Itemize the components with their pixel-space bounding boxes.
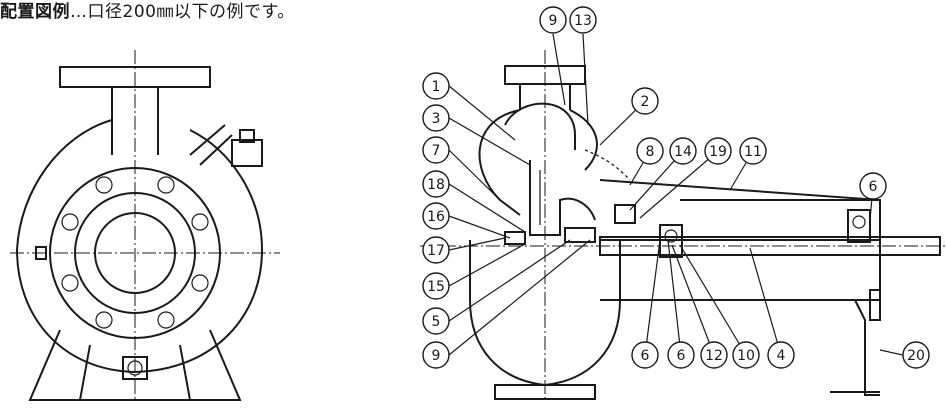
pump-front-view [10, 50, 280, 401]
part-marker-label: 20 [907, 348, 925, 364]
part-marker-label: 8 [646, 144, 655, 160]
diagram-caption: 配置図例…口径200㎜以下の例です。 [0, 0, 295, 22]
pump-section-view [420, 50, 946, 400]
part-marker-1: 1 [422, 72, 450, 100]
part-marker-6-bottom-b: 6 [667, 341, 695, 369]
part-marker-label: 6 [677, 348, 686, 364]
part-marker-19: 19 [704, 137, 732, 165]
part-marker-label: 16 [427, 209, 445, 225]
part-marker-label: 3 [432, 111, 441, 127]
part-marker-4: 4 [767, 341, 795, 369]
part-marker-label: 15 [427, 279, 445, 295]
part-marker-label: 9 [549, 13, 558, 29]
part-marker-9-bottom: 9 [422, 341, 450, 369]
part-marker-label: 14 [674, 144, 692, 160]
part-marker-6-bottom-a: 6 [631, 341, 659, 369]
part-marker-label: 2 [641, 94, 650, 110]
part-marker-label: 6 [869, 179, 878, 195]
part-marker-16: 16 [422, 202, 450, 230]
part-marker-label: 11 [744, 144, 762, 160]
part-marker-18: 18 [422, 170, 450, 198]
part-marker-8: 8 [636, 137, 664, 165]
part-marker-label: 13 [574, 13, 592, 29]
part-marker-11: 11 [739, 137, 767, 165]
part-marker-3: 3 [422, 104, 450, 132]
caption-text: …口径200㎜以下の例です。 [70, 2, 295, 22]
part-marker-10: 10 [732, 341, 760, 369]
part-marker-13: 13 [569, 6, 597, 34]
part-marker-label: 5 [432, 314, 441, 330]
part-marker-15: 15 [422, 272, 450, 300]
part-marker-5: 5 [422, 307, 450, 335]
part-marker-label: 19 [709, 144, 727, 160]
part-marker-label: 7 [432, 143, 441, 159]
part-marker-17: 17 [422, 236, 450, 264]
part-marker-label: 18 [427, 177, 445, 193]
part-marker-label: 1 [432, 79, 441, 95]
part-marker-label: 9 [432, 348, 441, 364]
part-marker-label: 4 [777, 348, 786, 364]
part-marker-label: 17 [427, 243, 445, 259]
part-marker-14: 14 [669, 137, 697, 165]
part-marker-6-right: 6 [859, 172, 887, 200]
leader-lines [448, 33, 904, 356]
part-marker-label: 6 [641, 348, 650, 364]
part-markers: 9 13 1 2 3 7 8 14 19 11 6 18 16 17 15 5 … [422, 6, 930, 369]
part-marker-20: 20 [902, 341, 930, 369]
caption-bold: 配置図例 [0, 2, 70, 22]
part-marker-9-top: 9 [539, 6, 567, 34]
part-marker-7: 7 [422, 136, 450, 164]
part-marker-12: 12 [700, 341, 728, 369]
part-marker-label: 10 [737, 348, 755, 364]
part-marker-label: 12 [705, 348, 723, 364]
part-marker-2: 2 [631, 87, 659, 115]
